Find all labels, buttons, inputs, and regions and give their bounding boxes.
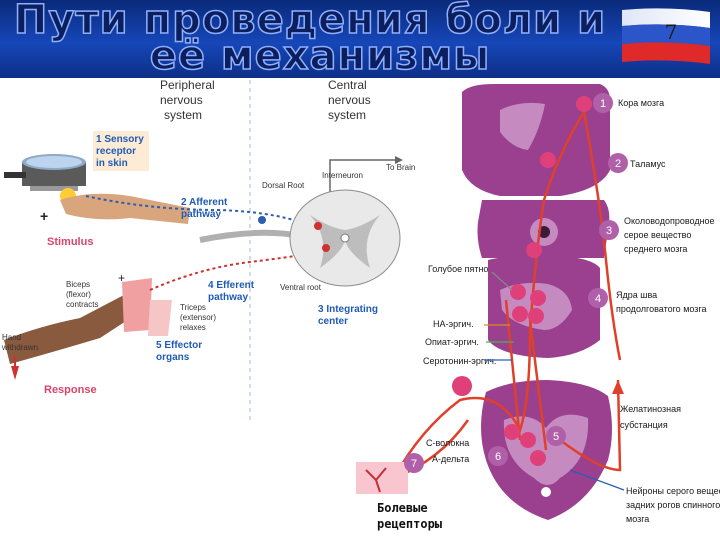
spinal-cord-section <box>258 189 401 287</box>
slide-title-line-1: Пути проведения боли и <box>13 0 607 43</box>
label-raphe-1: Ядра шва <box>616 290 657 300</box>
response-label: Response <box>44 384 97 396</box>
efferent-line-2: pathway <box>208 292 248 303</box>
integrating-line-2: center <box>318 316 348 327</box>
label-cortex: Кора мозга <box>618 98 664 108</box>
label-pag-3: среднего мозга <box>624 244 687 254</box>
peripheral-header: Peripheral nervous system <box>160 78 215 122</box>
peripheral-line-3: system <box>164 108 202 122</box>
stimulus-label: Stimulus <box>47 236 93 248</box>
dorsal-root-label: Dorsal Root <box>262 181 305 190</box>
ventral-root-label: Ventral root <box>280 283 322 292</box>
dorsal-ganglion <box>258 216 266 224</box>
peripheral-line-2: nervous <box>160 93 203 107</box>
caption-line-1: Болевые <box>377 501 428 515</box>
num-6: 6 <box>495 451 501 463</box>
label-dorsal-horn-1: Нейроны серого вещества <box>626 486 720 496</box>
title-banner <box>0 0 720 78</box>
biceps-line-1: Biceps <box>66 280 90 289</box>
effector-line-2: organs <box>156 352 190 363</box>
label-gelatinosa-1: Желатинозная <box>620 404 681 414</box>
label-c-fiber: С-волокна <box>426 438 469 448</box>
triceps-line-1: Triceps <box>180 303 206 312</box>
label-locus: Голубое пятно <box>428 264 488 274</box>
central-line-2: nervous <box>328 93 371 107</box>
integrating-line-1: 3 Integrating <box>318 304 378 315</box>
number-circles: 1 2 3 4 5 6 7 <box>404 93 628 473</box>
afferent-line-2: pathway <box>181 209 221 220</box>
biceps-line-3: contracts <box>66 300 98 309</box>
svg-text:+: + <box>40 208 48 224</box>
sensory-receptor-line-3: in skin <box>96 158 128 169</box>
label-raphe-2: продолговатого мозга <box>616 304 707 314</box>
hand-line-1: Hand <box>2 333 21 342</box>
afferent-line-1: 2 Afferent <box>181 197 228 208</box>
hot-pot-illustration <box>4 154 86 191</box>
brain-sections <box>462 84 612 520</box>
label-dorsal-horn-2: задних рогов спинного <box>626 500 720 510</box>
nerve-bundle <box>199 229 301 243</box>
triceps-line-2: (extensor) <box>180 313 216 322</box>
label-a-delta: А-дельта <box>432 454 469 464</box>
central-line-1: Central <box>328 78 367 92</box>
neuron-nodes <box>452 96 592 466</box>
response-arrow <box>11 366 19 380</box>
to-brain-label: To Brain <box>386 163 415 172</box>
central-line-3: system <box>328 108 366 122</box>
num-1: 1 <box>600 98 606 110</box>
slide-number: 7 <box>664 20 678 44</box>
pain-receptor-tissue <box>356 462 408 494</box>
central-header: Central nervous system <box>328 78 371 122</box>
interneuron-label: Interneuron <box>322 171 363 180</box>
label-thalamus: Таламус <box>630 159 666 169</box>
label-pag-2: серое вещество <box>624 230 691 240</box>
slide-title-line-2: её механизмы <box>149 33 491 79</box>
upper-hand-illustration <box>60 193 190 224</box>
label-serotonin: Серотонин-эргич. <box>423 356 496 366</box>
label-gelatinosa-2: субстанция <box>620 420 668 430</box>
effector-line-1: 5 Effector <box>156 340 202 351</box>
sensory-receptor-line-2: receptor <box>96 146 136 157</box>
caption-line-2: рецепторы <box>377 517 443 531</box>
label-pag-1: Околоводопроводное <box>624 216 715 226</box>
num-7: 7 <box>411 458 417 470</box>
russian-flag-icon <box>622 8 710 64</box>
label-opiate: Опиат-эргич. <box>425 337 479 347</box>
lower-arm-illustration <box>4 278 172 364</box>
pain-receptors-caption: Болевые рецепторы <box>377 500 442 532</box>
efferent-line-1: 4 Efferent <box>208 280 255 291</box>
sensory-receptor-line-1: 1 Sensory <box>96 134 144 145</box>
triceps-line-3: relaxes <box>180 323 206 332</box>
num-4: 4 <box>595 293 601 305</box>
biceps-line-2: (flexor) <box>66 290 91 299</box>
num-3: 3 <box>606 225 612 237</box>
sensory-receptor-box <box>93 131 149 171</box>
label-na: НА-эргич. <box>433 319 474 329</box>
peripheral-line-1: Peripheral <box>160 78 215 92</box>
svg-text:+: + <box>118 271 125 285</box>
label-dorsal-horn-3: мозга <box>626 514 649 524</box>
num-5: 5 <box>553 431 559 443</box>
num-2: 2 <box>615 158 621 170</box>
hand-line-2: withdrawn <box>1 343 38 352</box>
